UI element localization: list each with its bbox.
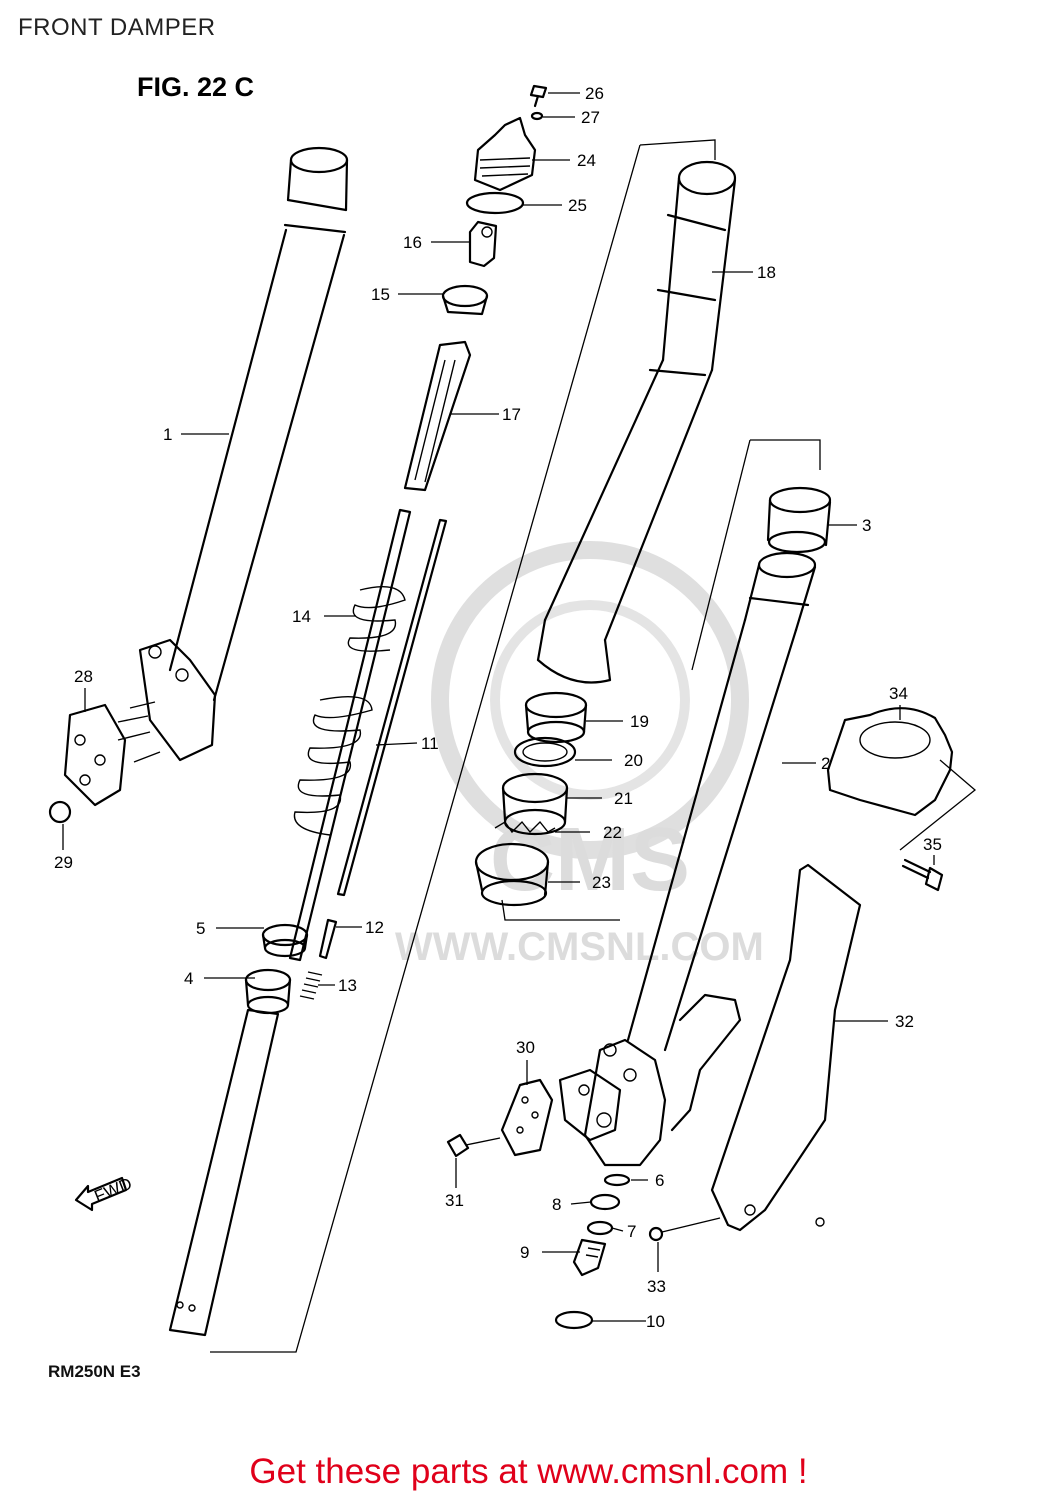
callout-19: 19 [630, 712, 649, 731]
fwd-arrow-icon: FWD [74, 1174, 135, 1212]
leader-lines [62, 92, 935, 1322]
part-4-collar [244, 968, 292, 1015]
part-25-o-ring [465, 191, 525, 215]
part-7-gasket [586, 1220, 614, 1236]
part-14-spring [288, 508, 412, 962]
callout-17: 17 [502, 405, 521, 424]
part-31-bolt [446, 1133, 501, 1158]
part-28-clamp [63, 701, 161, 807]
part-27-washer [530, 111, 544, 121]
callout-20: 20 [624, 751, 643, 770]
part-29-nut [48, 800, 72, 824]
callout-10: 10 [646, 1312, 665, 1331]
part-1-inner-tube [138, 146, 349, 762]
callout-2: 2 [821, 754, 830, 773]
callout-29: 29 [54, 853, 73, 872]
part-18-outer-tube [536, 160, 737, 684]
callout-32: 32 [895, 1012, 914, 1031]
callout-18: 18 [757, 263, 776, 282]
part-5-collar [261, 923, 309, 958]
callout-22: 22 [603, 823, 622, 842]
assembly-bracket-lines [210, 139, 977, 1353]
callout-16: 16 [403, 233, 422, 252]
callout-23: 23 [592, 873, 611, 892]
callout-15: 15 [371, 285, 390, 304]
part-26-bolt [529, 84, 548, 108]
callout-7: 7 [627, 1222, 636, 1241]
callout-labels: 1 2 3 4 5 6 7 8 9 10 11 12 13 14 15 16 1… [54, 84, 942, 1331]
callout-25: 25 [568, 196, 587, 215]
callout-30: 30 [516, 1038, 535, 1057]
callout-27: 27 [581, 108, 600, 127]
part-13-spring [299, 971, 323, 1000]
part-22-stopper-ring [494, 820, 556, 834]
callout-3: 3 [862, 516, 871, 535]
part-3-bushing [766, 486, 832, 554]
cta-link[interactable]: Get these parts at www.cmsnl.com ! [249, 1452, 808, 1491]
part-9-bolt [572, 1238, 607, 1277]
callout-6: 6 [655, 1171, 664, 1190]
fwd-label: FWD [92, 1174, 135, 1206]
callout-13: 13 [338, 976, 357, 995]
part-8-washer [589, 1193, 621, 1211]
part-12-pin [318, 918, 338, 960]
callout-34: 34 [889, 684, 908, 703]
lower-rod [168, 1008, 280, 1337]
part-2-fork-leg [558, 551, 817, 1167]
callout-5: 5 [196, 919, 205, 938]
part-10-gasket [554, 1310, 594, 1330]
callout-14: 14 [292, 607, 311, 626]
callout-8: 8 [552, 1195, 561, 1214]
page-title: FRONT DAMPER [18, 14, 216, 41]
part-24-cap [473, 116, 537, 192]
callout-1: 1 [163, 425, 172, 444]
callout-33: 33 [647, 1277, 666, 1296]
part-35-bolt [901, 858, 944, 892]
callout-4: 4 [184, 969, 193, 988]
watermark: CMS WWW.CMSNL.COM [395, 541, 764, 969]
callout-31: 31 [445, 1191, 464, 1210]
part-16-nut [468, 220, 498, 268]
callout-12: 12 [365, 918, 384, 937]
part-23-dust-seal [474, 842, 550, 907]
part-33-screw [648, 1217, 721, 1242]
part-20-washer [513, 736, 577, 768]
callout-21: 21 [614, 789, 633, 808]
part-30-plate [500, 1078, 554, 1157]
part-15-seat [441, 284, 489, 316]
part-17-cylinder [403, 340, 472, 492]
part-6-washer [603, 1173, 631, 1187]
callout-24: 24 [577, 151, 596, 170]
part-34-clamp [826, 707, 954, 817]
callout-9: 9 [520, 1243, 529, 1262]
watermark-url: WWW.CMSNL.COM [395, 925, 764, 969]
figure-label: FIG. 22 C [137, 72, 255, 102]
part-19-bushing [524, 691, 588, 744]
part-32-guard [710, 863, 862, 1232]
watermark-logo: CMS [490, 810, 690, 910]
callout-35: 35 [923, 835, 942, 854]
callout-28: 28 [74, 667, 93, 686]
part-11-rod [336, 518, 448, 897]
model-code: RM250N E3 [48, 1362, 141, 1381]
callout-11: 11 [421, 734, 439, 753]
callout-26: 26 [585, 84, 604, 103]
